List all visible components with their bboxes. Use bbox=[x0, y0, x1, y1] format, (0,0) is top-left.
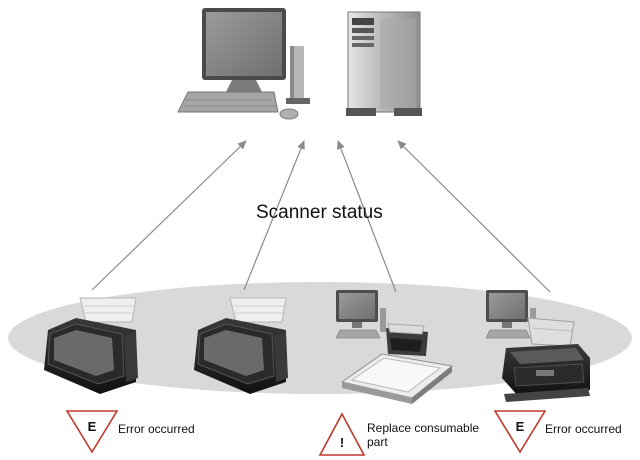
arrow-scanner-1 bbox=[91, 140, 247, 291]
error-triangle-icon: E bbox=[65, 410, 119, 454]
device-platform bbox=[8, 282, 632, 394]
status-arrows bbox=[91, 140, 551, 293]
sheetfed-scanner-icon bbox=[502, 317, 590, 402]
network-scanner-icon bbox=[194, 297, 288, 394]
status-label-replace-consumable: Replace consumable part bbox=[367, 421, 480, 449]
status-symbol: E bbox=[88, 419, 97, 434]
client-pc-icon bbox=[485, 290, 536, 339]
client-pc-icon bbox=[335, 290, 386, 339]
arrow-scanner-4 bbox=[397, 140, 551, 293]
status-label-error: Error occurred bbox=[545, 422, 622, 436]
flatbed-scanner-icon bbox=[340, 323, 454, 404]
status-symbol: ! bbox=[340, 435, 344, 450]
status-symbol: E bbox=[516, 419, 525, 434]
network-scanner-icon bbox=[44, 297, 138, 394]
status-label-error: Error occurred bbox=[118, 422, 195, 436]
warning-triangle-icon: ! bbox=[318, 412, 366, 456]
error-triangle-icon: E bbox=[493, 410, 547, 454]
arrow-scanner-2 bbox=[243, 140, 305, 291]
arrow-scanner-3 bbox=[337, 140, 397, 293]
server-tower-icon bbox=[346, 11, 422, 116]
central-pc-icon bbox=[177, 8, 310, 120]
diagram-title: Scanner status bbox=[256, 202, 383, 223]
